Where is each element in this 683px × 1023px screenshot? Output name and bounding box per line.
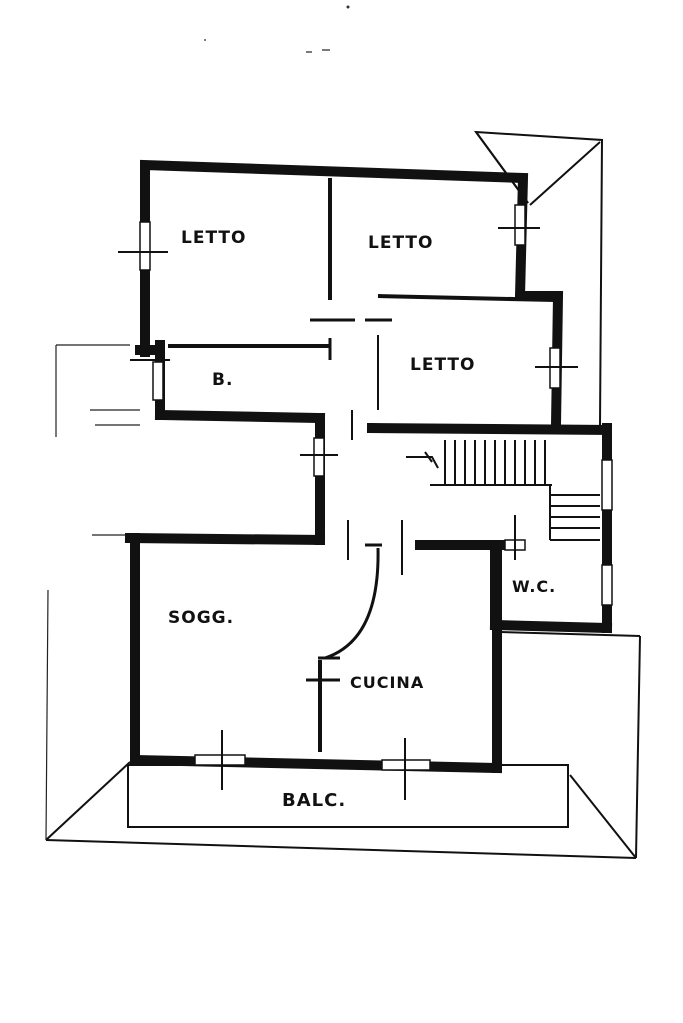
staircase [406, 440, 600, 541]
label-letto-1: LETTO [181, 228, 246, 248]
window-soggiorno [194, 754, 246, 766]
scan-marks [204, 5, 350, 53]
label-cucina: CUCINA [350, 673, 424, 692]
label-wc: W.C. [512, 577, 556, 596]
label-balcone: BALC. [282, 790, 346, 811]
window-bagno [152, 361, 164, 401]
window-letto-1 [139, 221, 151, 271]
room-labels: LETTO LETTO LETTO B. SOGG. CUCINA W.C. B… [168, 228, 556, 811]
label-letto-2: LETTO [368, 233, 433, 253]
label-letto-3: LETTO [410, 355, 475, 375]
label-soggiorno: SOGG. [168, 608, 234, 628]
balcony [127, 764, 569, 828]
window-hall [313, 437, 325, 477]
window-stairs [601, 459, 613, 511]
windows [118, 204, 613, 800]
roof-outline-bottom [45, 344, 641, 859]
window-letto-2 [514, 204, 526, 246]
window-wc [601, 564, 613, 606]
doors [306, 318, 403, 682]
label-bagno: B. [212, 370, 233, 390]
